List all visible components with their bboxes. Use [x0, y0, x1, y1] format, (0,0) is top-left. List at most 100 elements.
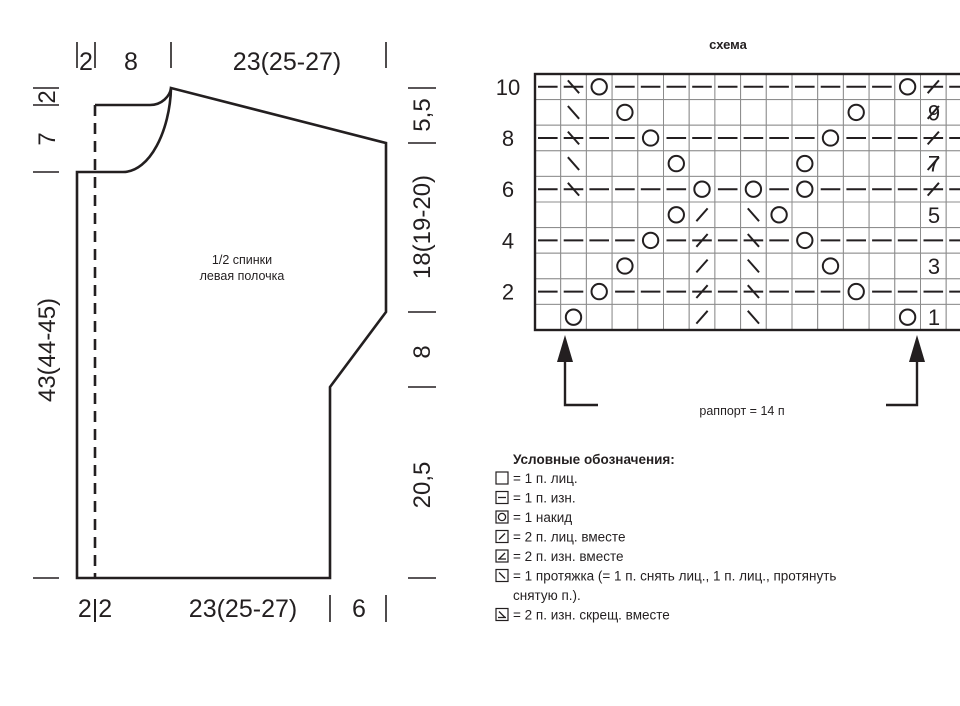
chart-cell	[868, 278, 896, 305]
cell-box	[842, 150, 870, 177]
cell-box	[791, 99, 819, 126]
chart-cell	[868, 73, 896, 101]
chart-cell	[791, 278, 819, 305]
chart-cell	[611, 124, 639, 152]
chart-cell	[945, 278, 960, 305]
chart-border	[533, 72, 960, 332]
chart-cell	[611, 99, 639, 126]
chart-cell	[663, 150, 690, 177]
row-number: 5	[928, 203, 940, 228]
chart-cell	[920, 175, 947, 203]
legend-item: = 1 протяжка (= 1 п. снять лиц., 1 п. ли…	[495, 569, 836, 584]
legend-backslash	[498, 572, 506, 579]
chart-cell	[560, 150, 587, 177]
legend-text: = 2 п. лиц. вместе	[513, 530, 625, 545]
piece-label-line2: левая полочка	[200, 269, 285, 283]
chart-cell	[945, 227, 960, 254]
legend-text: снятую п.).	[513, 588, 581, 603]
dim-bottom-23: 23(25-27)	[189, 595, 297, 623]
cell-box	[894, 252, 921, 280]
chart-cell	[688, 201, 716, 229]
chart-cell	[842, 73, 870, 101]
chart-cell	[894, 278, 921, 305]
row-number: 7	[928, 152, 940, 177]
cell-box	[611, 252, 639, 280]
chart-cell	[663, 201, 690, 229]
stitch-chart	[533, 72, 960, 332]
legend-title: Условные обозначения:	[513, 452, 675, 467]
chart-cell	[637, 227, 664, 254]
dim-bottom-2-2: 2|2	[78, 595, 112, 623]
chart-cell	[585, 150, 613, 177]
cell-box	[765, 201, 793, 229]
chart-cell	[945, 99, 960, 126]
chart-cell	[534, 227, 562, 254]
legend-text: = 1 накид	[513, 510, 572, 525]
cell-box	[585, 303, 613, 331]
cell-box	[817, 252, 844, 280]
chart-cell	[663, 175, 690, 203]
yarn-over-circle	[796, 154, 814, 173]
chart-cell	[714, 201, 742, 229]
yarn-over-circle	[590, 78, 608, 96]
chart-cell	[534, 99, 562, 126]
dim-right-5-5: 5,5	[409, 98, 436, 131]
legend: = 1 п. лиц.= 1 п. изн.= 1 накид= 2 п. ли…	[495, 471, 836, 623]
chart-cell	[817, 124, 844, 152]
cell-box	[791, 227, 819, 254]
chart-cell	[534, 73, 562, 101]
cell-box	[740, 99, 767, 126]
yarn-over-circle	[590, 282, 608, 301]
chart-cell	[714, 175, 742, 203]
slip-decrease-mark	[567, 130, 580, 146]
chart-cell	[585, 201, 613, 229]
chart-cell	[560, 201, 587, 229]
chart-cell	[663, 124, 690, 152]
chart-cell	[920, 303, 947, 331]
row-number: 2	[502, 280, 514, 305]
cell-box	[920, 252, 947, 280]
slip-decrease-mark	[567, 182, 580, 197]
chart-cell	[791, 227, 819, 254]
yarn-over-circle	[821, 257, 840, 275]
chart-cell	[714, 124, 742, 152]
chart-cell	[945, 252, 960, 280]
k2tog-mark	[695, 233, 709, 248]
chart-cell	[817, 201, 844, 229]
legend-text: = 1 п. изн.	[513, 491, 576, 506]
yarn-over-circle	[847, 103, 865, 122]
chart-cell	[817, 150, 844, 177]
chart-cell	[663, 99, 690, 126]
cell-box	[868, 150, 896, 177]
yarn-over-circle	[744, 180, 763, 198]
dim-top-23: 23(25-27)	[233, 48, 341, 76]
chart-cell	[868, 227, 896, 254]
chart-cell	[740, 73, 767, 101]
chart-cell	[688, 252, 716, 280]
legend-swatch	[495, 471, 509, 485]
yarn-over-circle	[564, 308, 583, 326]
yarn-over-circle	[821, 129, 840, 147]
chart-cell	[534, 124, 562, 152]
chart-cell	[868, 99, 896, 126]
chart-cell	[765, 227, 793, 254]
chart-cell	[714, 303, 742, 331]
yarn-over-circle	[770, 206, 788, 224]
legend-circle	[497, 512, 507, 522]
cell-box	[842, 201, 870, 229]
cell-box	[663, 99, 690, 126]
cell-box	[817, 124, 844, 152]
k2tog-mark	[695, 284, 709, 299]
cell-box	[585, 73, 613, 101]
chart-cell	[688, 99, 716, 126]
piece-label-line1: 1/2 спинки	[212, 253, 272, 267]
cell-box	[560, 99, 587, 126]
cell-box	[765, 303, 793, 331]
cell-box	[894, 73, 921, 101]
legend-backslash	[498, 611, 506, 618]
chart-cell	[945, 73, 960, 101]
chart-cell	[688, 73, 716, 101]
cell-box	[765, 252, 793, 280]
chart-cell	[817, 278, 844, 305]
chart-cell	[765, 252, 793, 280]
